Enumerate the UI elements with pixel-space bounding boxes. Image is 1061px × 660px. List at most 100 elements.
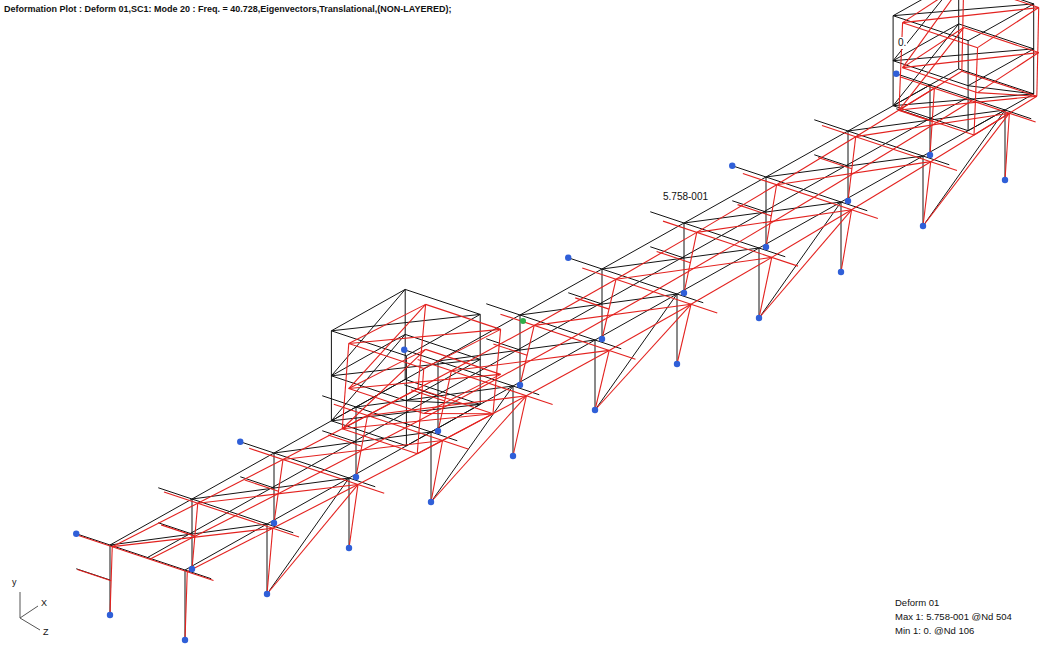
deformed-member [349,374,501,388]
support-node [920,223,926,229]
deformed-member [818,158,852,169]
deformed-member [192,503,198,569]
deformed-member [964,28,1039,53]
support-node [73,531,79,537]
support-points [73,71,1008,644]
deformed-member [349,329,501,343]
deformed-member [759,257,772,318]
deformed-member [575,298,609,309]
support-node [729,163,735,169]
deformed-member [342,344,349,429]
deformed-member [903,8,1039,23]
deformed-member [903,53,1039,68]
undeformed-member [331,289,405,375]
deformed-member [513,396,526,456]
deformed-member [77,570,111,581]
deformed-member [978,93,1037,97]
undeformed-member [185,524,267,570]
deformed-member [342,429,417,454]
undeformed-member [841,156,923,202]
deformed-member [772,210,852,258]
deformed-member [841,210,852,272]
deformed-member [572,292,654,338]
deformed-member [274,460,283,523]
deformed-member [964,0,1039,8]
undeformed-member [766,131,848,177]
support-node [1002,177,1008,183]
deformed-member [653,245,734,292]
support-node [674,361,680,367]
deformed-member [602,279,616,339]
axis-label: Z [43,627,49,637]
deformed-member [489,338,572,383]
deformed-member [903,0,964,68]
support-node [237,439,243,445]
undeformed-member [158,523,192,534]
deformed-member [411,390,445,401]
deformed-member [349,389,424,414]
deformed-member [520,325,534,385]
deformed-member [150,516,236,559]
undeformed-member [405,379,480,404]
undeformed-member [405,289,480,314]
undeformed-member [192,453,274,499]
deformed-member [431,396,526,502]
deformed-member [738,205,772,216]
support-node [189,566,195,572]
support-node [838,269,844,275]
support-node [401,347,407,353]
undeformed-member [595,340,596,410]
deformed-member [766,185,777,247]
undeformed-member [684,202,841,223]
undeformed-member [520,269,602,315]
deformed-member [349,304,426,388]
deformed-member [1005,113,1009,180]
deformed-member [684,232,697,293]
undeformed-member [893,69,959,106]
deformed-member [899,110,974,135]
undeformed-member [110,499,192,545]
deformed-member [185,572,187,640]
deformed-member [164,492,299,537]
axis-label: X [41,598,47,608]
plot-title: Deformation Plot : Deform 01,SC1: Mode 2… [4,4,452,14]
support-node [565,255,571,261]
undeformed-member [568,293,602,304]
undeformed-member [841,202,842,272]
support-node [763,244,769,250]
deformed-member [161,525,195,536]
undeformed-member [923,110,1005,226]
deformed-member [431,440,443,502]
undeformed-member [814,155,848,166]
deformed-member [342,414,493,429]
legend-text: Deform 01 [895,598,939,609]
undeformed-member [759,202,841,318]
deformed-member [328,435,362,446]
deformed-member [320,428,405,472]
deformed-member [526,350,609,395]
legend-text: Min 1: 0. @Nd 106 [895,626,974,637]
axis-line [20,592,21,618]
deformed-member [424,413,493,414]
support-node [845,198,851,204]
axis-line [20,618,40,630]
deformed-member [245,480,279,491]
deformed-member [595,304,691,410]
undeformed-member [331,334,405,420]
undeformed-member [759,248,760,318]
support-node [182,637,188,643]
deformed-member [899,28,964,110]
undeformed-member [312,420,394,466]
deformed-member [609,304,691,350]
deformed-member [759,210,852,318]
deformed-member [198,460,283,504]
deformed-member [923,113,1009,226]
deformed-member [822,125,957,170]
deformed-member [418,304,426,388]
deformed-member [903,23,978,48]
min-value-marker: 0. [897,37,907,49]
undeformed-member [431,432,432,502]
support-node [927,152,933,158]
deformed-member [112,503,198,546]
